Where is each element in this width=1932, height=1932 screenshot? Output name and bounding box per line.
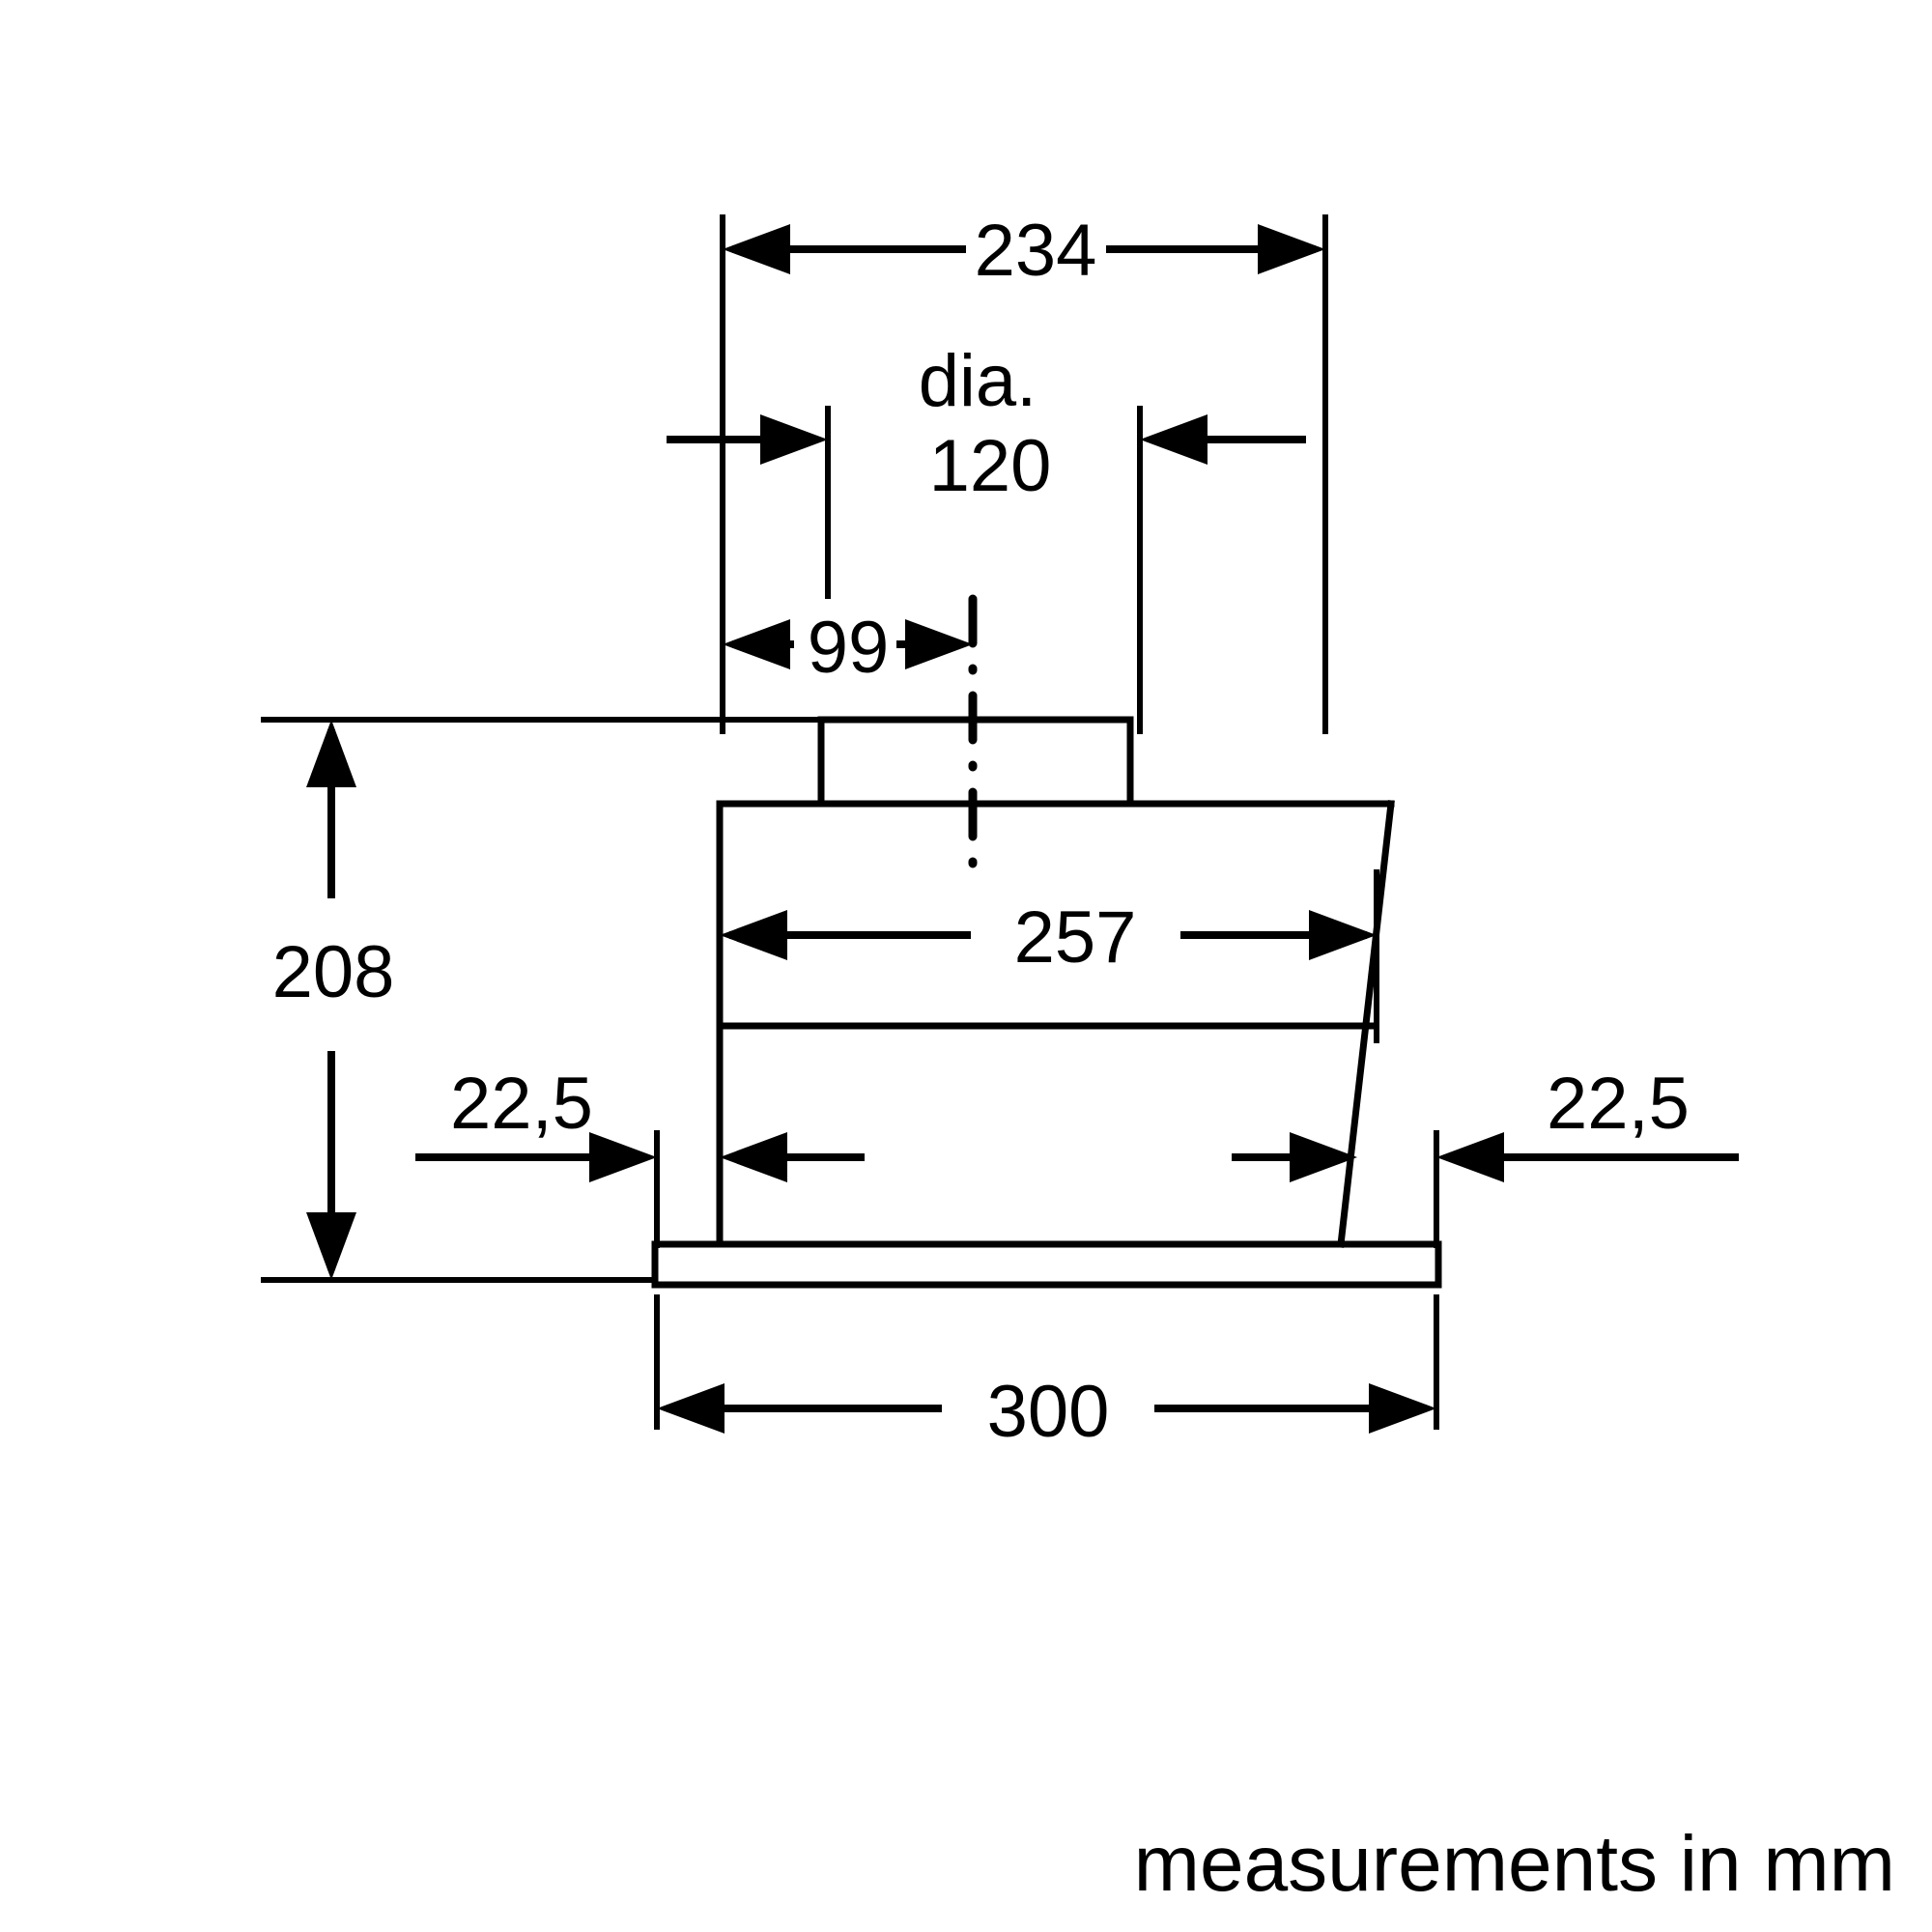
arrow-234-right	[1258, 224, 1325, 274]
dimension-dia-120: dia. 120	[667, 340, 1306, 507]
dimension-208: 208	[272, 720, 395, 1280]
arrow-257-right	[1309, 910, 1377, 960]
arrow-234-left	[723, 224, 790, 274]
arrow-300-left	[657, 1383, 724, 1434]
dim-label-225-left: 22,5	[450, 1063, 593, 1145]
dimension-225-right: 22,5	[1232, 1063, 1739, 1182]
duct-neck-outline	[817, 716, 1134, 808]
arrow-225-right-inner	[1290, 1132, 1357, 1182]
dimension-257: 257	[720, 896, 1377, 979]
arrow-dia120-right	[1140, 414, 1208, 465]
dim-label-99: 99	[808, 607, 890, 689]
dim-label-225-right: 22,5	[1547, 1063, 1690, 1145]
arrow-257-left	[720, 910, 787, 960]
dim-label-dia: dia.	[919, 340, 1037, 422]
arrow-225-right-outer	[1436, 1132, 1504, 1182]
dimension-300: 300	[657, 1371, 1436, 1453]
dimension-234: 234	[723, 210, 1325, 292]
extension-lines	[261, 214, 1439, 1430]
dimension-99: 99	[723, 607, 973, 689]
dim-label-257: 257	[1014, 896, 1137, 979]
dim-label-208: 208	[272, 931, 395, 1013]
dim-label-300: 300	[987, 1371, 1110, 1453]
arrow-dia120-left	[760, 414, 828, 465]
bottom-flange	[651, 1240, 1442, 1289]
hood-outline	[651, 716, 1442, 1289]
dimension-225-left: 22,5	[415, 1063, 865, 1182]
arrow-99-left	[723, 619, 790, 669]
arrow-225-left-outer	[589, 1132, 657, 1182]
arrow-225-left-inner	[720, 1132, 787, 1182]
arrow-208-bottom	[306, 1212, 356, 1280]
arrow-300-right	[1369, 1383, 1436, 1434]
units-note: measurements in mm	[1134, 1820, 1895, 1908]
dim-label-120: 120	[929, 425, 1052, 507]
arrow-208-top	[306, 720, 356, 787]
dim-label-234: 234	[975, 210, 1097, 292]
arrow-99-right	[905, 619, 973, 669]
